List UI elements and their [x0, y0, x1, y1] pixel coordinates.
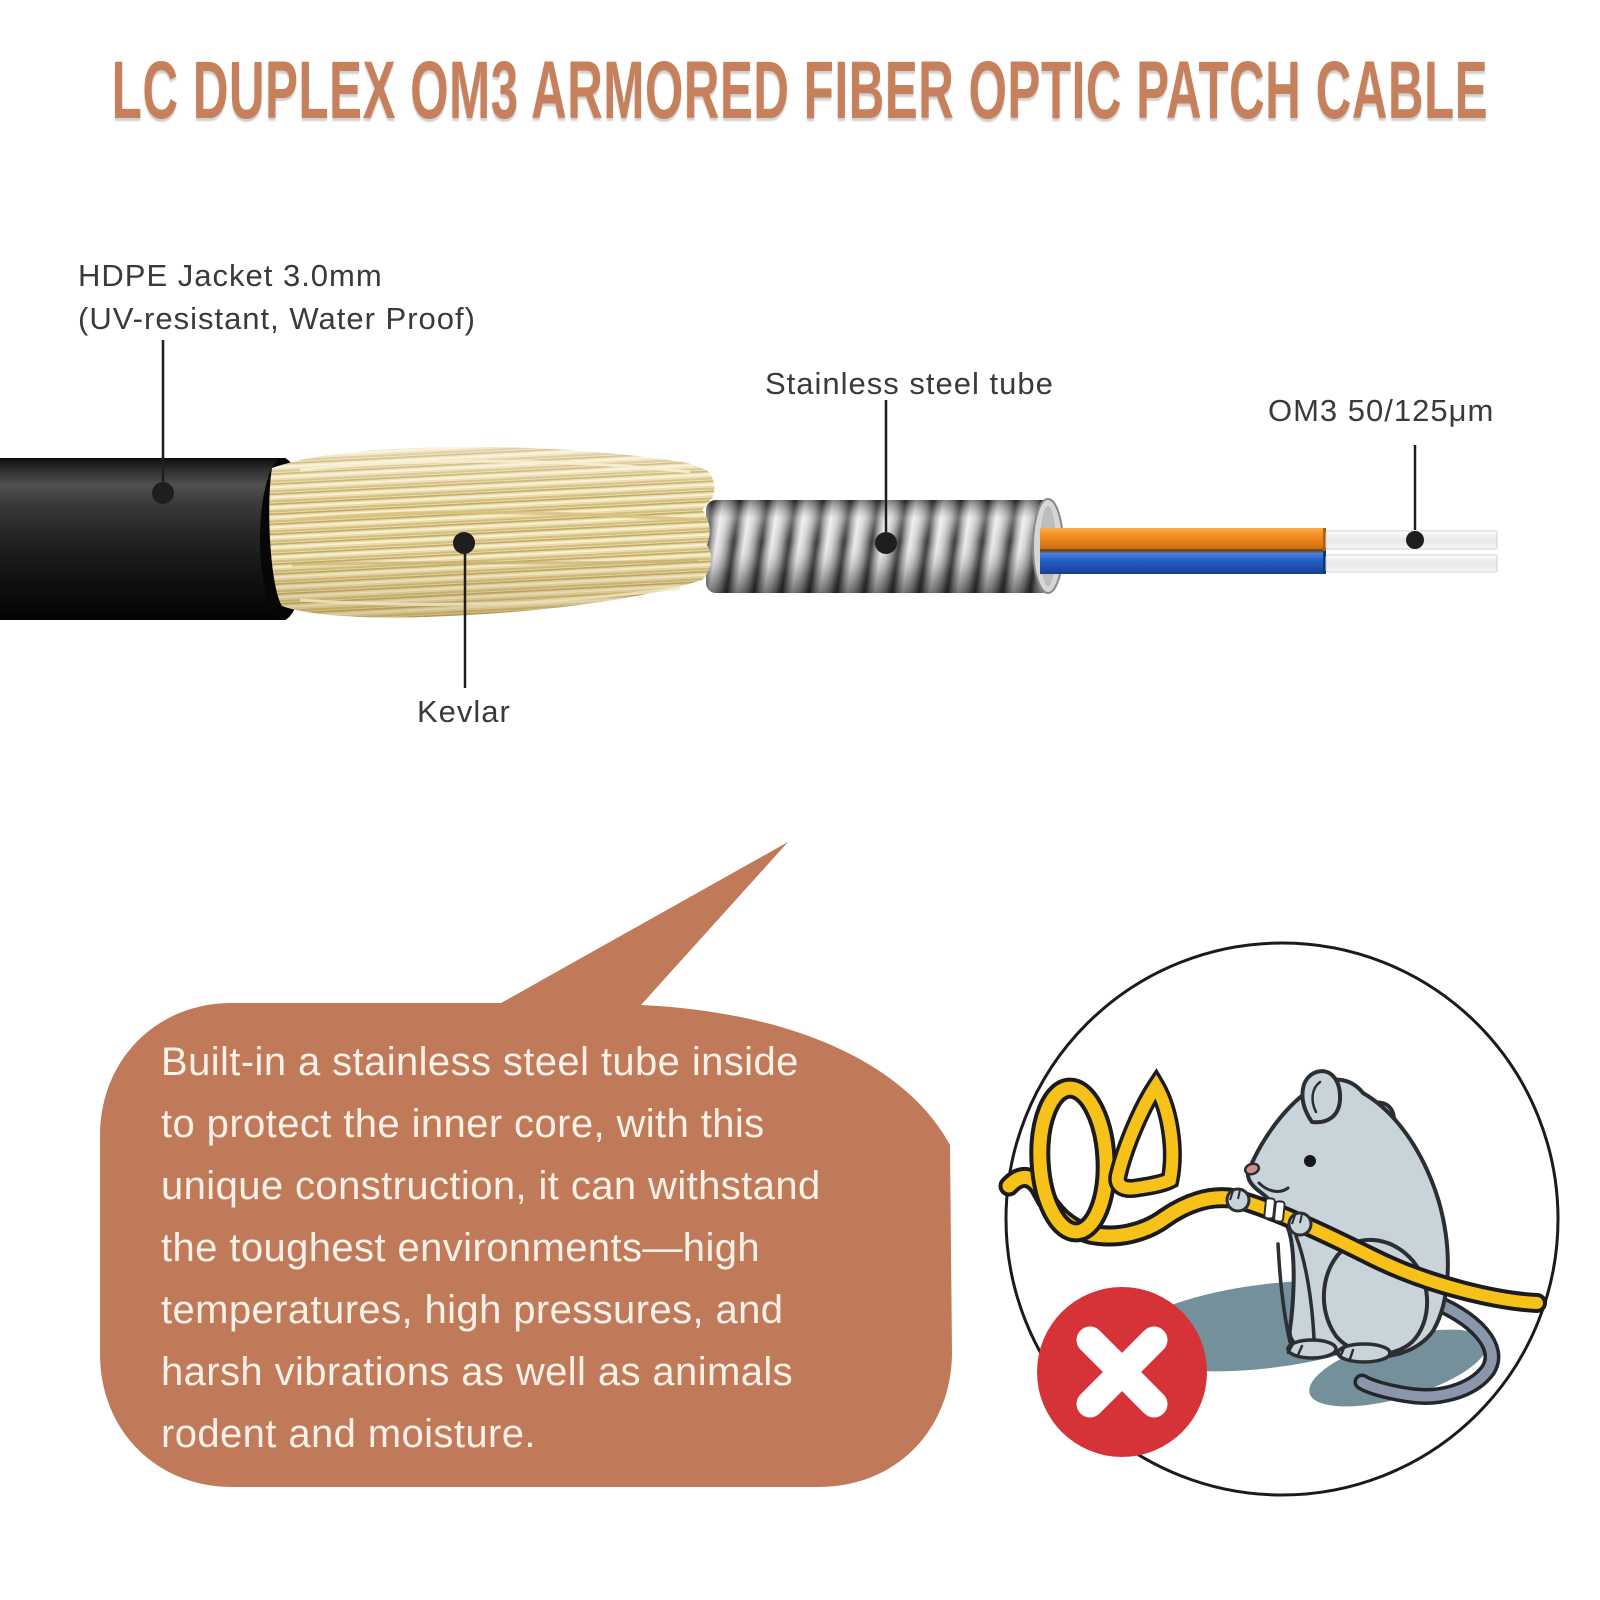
label-steel-tube: Stainless steel tube [765, 366, 1054, 401]
mouse-ear-front [1300, 1069, 1343, 1125]
page-title: LC DUPLEX OM3 ARMORED FIBER OPTIC PATCH … [111, 45, 1489, 136]
header: LC DUPLEX OM3 ARMORED FIBER OPTIC PATCH … [0, 45, 1600, 136]
mouse-eye [1304, 1155, 1316, 1167]
label-hdpe-jacket-line2: (UV-resistant, Water Proof) [78, 301, 476, 336]
bubble-text-line: rodent and moisture. [161, 1412, 536, 1456]
bubble-text-line: the toughest environments—high [161, 1226, 761, 1270]
callout-dot-kevlar [453, 532, 475, 554]
label-hdpe-jacket-line1: HDPE Jacket 3.0mm [78, 258, 383, 293]
fiber-orange [1040, 528, 1326, 551]
mouse-nose [1243, 1162, 1261, 1176]
mouse-foot [1286, 1338, 1338, 1360]
fiber-duplex [1040, 528, 1326, 574]
mouse-teeth [1263, 1197, 1286, 1223]
mouse-tail [1353, 1289, 1501, 1405]
bubble-text: Built-in a stainless steel tube inside t… [161, 1031, 951, 1465]
bubble-text-line: temperatures, high pressures, and [161, 1288, 784, 1332]
label-om3-fiber: OM3 50/125μm [1268, 393, 1495, 428]
label-kevlar: Kevlar [417, 694, 511, 729]
cable-loops [998, 1068, 1247, 1247]
bubble-text-line: to protect the inner core, with this [161, 1102, 765, 1146]
callout-dot-jacket [152, 482, 174, 504]
no-symbol-icon [1037, 1287, 1207, 1457]
callout-dot-steel-tube [875, 532, 897, 554]
kevlar-brush [269, 446, 715, 618]
bubble-text-line: unique construction, it can withstand [161, 1164, 821, 1208]
bubble-text-line: Built-in a stainless steel tube inside [161, 1040, 799, 1084]
mouse-foot [1336, 1342, 1392, 1364]
fiber-blue [1040, 551, 1326, 574]
x-icon [1076, 1326, 1168, 1418]
callout-dots [152, 482, 1424, 554]
cable-cutaway [0, 340, 1498, 688]
mouse-paws [1225, 1187, 1313, 1237]
callout-lines [161, 340, 1417, 688]
callout-dot-om3 [1406, 531, 1424, 549]
no-rodent-illustration [998, 941, 1560, 1497]
speech-bubble [100, 842, 952, 1487]
bubble-text-line: harsh vibrations as well as animals [161, 1350, 794, 1394]
mouse-mouth [1257, 1181, 1290, 1193]
hdpe-jacket [0, 458, 306, 620]
